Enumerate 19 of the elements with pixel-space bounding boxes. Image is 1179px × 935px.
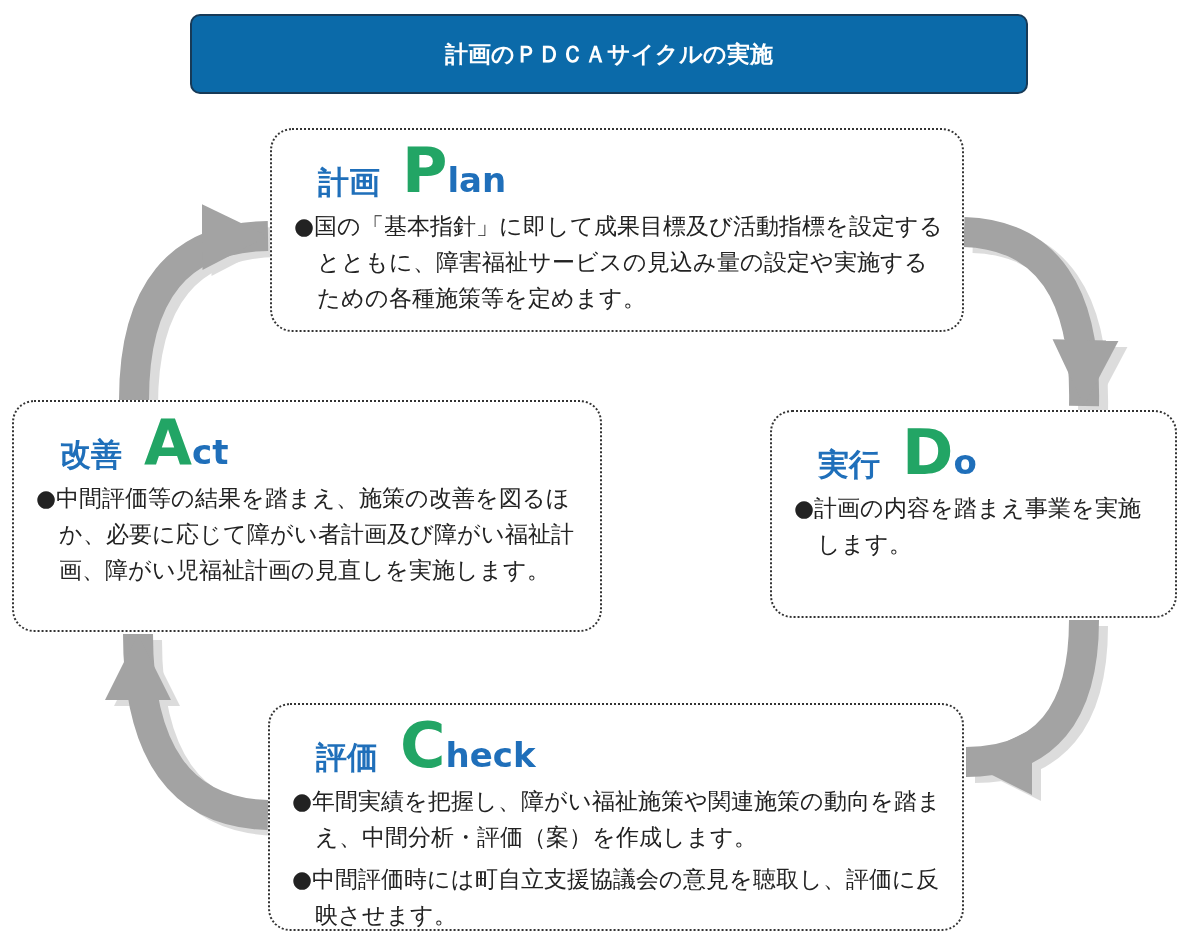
dotted-box — [770, 410, 1177, 618]
curved-arrow — [107, 633, 270, 830]
phase-heading: 計画 — [318, 163, 380, 202]
curved-arrow — [962, 217, 1117, 407]
bullet-text: ●中間評価時には町自立支援協議会の意見を聴取し、評価に反映させます。 — [292, 865, 941, 930]
bullet-text: ●年間実績を把握し、障がい福祉施策や関連施策の動向を踏まえ、中間分析・評価（案）を作成します。 — [292, 787, 943, 852]
dotted-box — [12, 400, 602, 632]
phase-heading: 改善 — [60, 435, 122, 474]
title-banner — [190, 14, 1028, 94]
bullet-text: ●計画の内容を踏まえ事業を実施します。 — [794, 494, 1143, 559]
dotted-box — [270, 128, 964, 332]
bullet-text: ●国の「基本指針」に即して成果目標及び活動指標を設定するとともに、障害福祉サービスの見込み量の設定や実施するための各種施策等を定めます。 — [294, 212, 944, 313]
dotted-box — [268, 703, 964, 931]
phase-heading: 評価 — [316, 738, 378, 777]
phase-heading: 実行 — [818, 445, 880, 484]
curved-arrow — [965, 619, 1099, 792]
curved-arrow — [119, 207, 269, 401]
title-text: 計画のＰＤＣＡサイクルの実施 — [445, 39, 773, 69]
bullet-text: ●中間評価等の結果を踏まえ、施策の改善を図るほか、必要に応じて障がい者計画及び障がい福祉計画、障がい児福祉計画の見直しを実施します。 — [36, 484, 575, 585]
